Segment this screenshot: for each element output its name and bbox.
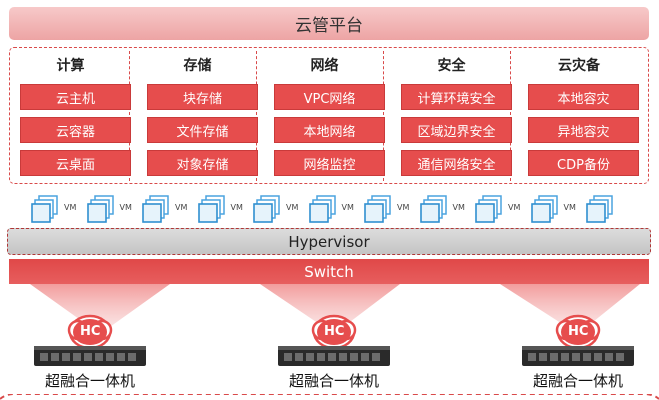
vm-instance[interactable]: VM xyxy=(30,192,82,226)
vm-row: VM VM VM VM VM VM VM VM VM VM xyxy=(30,192,650,226)
vm-label: VM xyxy=(563,203,576,212)
service-item[interactable]: 云容器 xyxy=(20,117,131,143)
vm-label: VM xyxy=(175,203,188,212)
vm-instance[interactable]: VM xyxy=(474,192,526,226)
beam-node-1 xyxy=(30,284,170,334)
service-item[interactable]: 通信网络安全 xyxy=(401,150,512,176)
category-network: 网络 VPC网络 本地网络 网络监控 xyxy=(266,51,385,181)
vm-instance[interactable]: VM xyxy=(419,192,471,226)
vm-label: VM xyxy=(119,203,132,212)
hc-badge: HC xyxy=(80,324,101,339)
category-compute: 计算 云主机 云容器 云桌面 xyxy=(12,51,131,181)
vm-icon xyxy=(419,195,447,223)
vm-label: VM xyxy=(397,203,410,212)
vm-icon xyxy=(364,195,391,223)
server-icon xyxy=(34,314,146,366)
vm-label: VM xyxy=(230,203,243,212)
category-storage: 存储 块存储 文件存储 对象存储 xyxy=(139,51,258,181)
service-item[interactable]: 区域边界安全 xyxy=(401,117,512,143)
vm-instance[interactable]: VM xyxy=(530,192,582,226)
services-container xyxy=(9,47,649,184)
service-item[interactable]: CDP备份 xyxy=(528,150,639,176)
service-item[interactable]: 云主机 xyxy=(20,84,131,110)
connection-beams xyxy=(30,284,640,334)
hc-badge: HC xyxy=(324,324,345,339)
vm-instance[interactable]: VM xyxy=(86,192,138,226)
category-title: 安全 xyxy=(437,58,466,74)
node-label: 超融合一体机 xyxy=(532,372,623,390)
node-label: 超融合一体机 xyxy=(288,372,379,390)
server-icon xyxy=(278,314,390,366)
category-disaster-recovery: 云灾备 本地容灾 异地容灾 CDP备份 xyxy=(520,51,639,181)
vm-instance[interactable]: VM xyxy=(363,192,415,226)
vm-icon xyxy=(308,195,336,223)
switch-label: Switch xyxy=(304,262,354,281)
vm-instance[interactable]: VM xyxy=(141,192,193,226)
server-icon xyxy=(522,314,634,366)
vm-icon xyxy=(31,195,58,223)
vm-label: VM xyxy=(508,203,521,212)
beam-node-3 xyxy=(500,284,640,334)
service-item[interactable]: 对象存储 xyxy=(147,150,258,176)
vm-instance[interactable] xyxy=(585,192,637,226)
vm-icon xyxy=(142,195,169,223)
vm-label: VM xyxy=(341,203,354,212)
vm-icon xyxy=(86,195,114,223)
hci-appliance-3[interactable]: HC 超融合一体机 xyxy=(516,308,640,398)
vm-icon xyxy=(586,195,613,223)
service-item[interactable]: 网络监控 xyxy=(274,150,385,176)
category-title: 计算 xyxy=(56,58,85,74)
hc-badge: HC xyxy=(568,324,589,339)
hci-appliance-1[interactable]: HC 超融合一体机 xyxy=(28,308,152,398)
hypervisor-label: Hypervisor xyxy=(288,232,370,251)
node-label: 超融合一体机 xyxy=(44,372,135,390)
category-title: 存储 xyxy=(183,58,212,74)
vm-label: VM xyxy=(64,203,77,212)
vm-icon xyxy=(475,195,502,223)
vm-instance[interactable]: VM xyxy=(308,192,360,226)
service-item[interactable]: 文件存储 xyxy=(147,117,258,143)
vm-icon xyxy=(197,195,225,223)
service-item[interactable]: 云桌面 xyxy=(20,150,131,176)
beam-node-2 xyxy=(260,284,400,334)
service-item[interactable]: 本地网络 xyxy=(274,117,385,143)
switch-layer: Switch xyxy=(9,259,649,284)
vm-icon xyxy=(530,195,558,223)
service-item[interactable]: 块存储 xyxy=(147,84,258,110)
platform-title: 云管平台 xyxy=(295,16,363,36)
vm-instance[interactable]: VM xyxy=(252,192,304,226)
service-item[interactable]: 异地容灾 xyxy=(528,117,639,143)
service-item[interactable]: VPC网络 xyxy=(274,84,385,110)
hypervisor-layer: Hypervisor xyxy=(7,228,651,255)
vm-label: VM xyxy=(286,203,299,212)
bottom-dashed-border xyxy=(0,394,659,400)
hci-appliance-2[interactable]: HC 超融合一体机 xyxy=(272,308,396,398)
service-item[interactable]: 本地容灾 xyxy=(528,84,639,110)
category-title: 云灾备 xyxy=(558,58,600,74)
vm-label: VM xyxy=(452,203,465,212)
vm-instance[interactable]: VM xyxy=(197,192,249,226)
cloud-management-platform-bar: 云管平台 xyxy=(9,7,649,40)
category-title: 网络 xyxy=(310,58,339,74)
service-item[interactable]: 计算环境安全 xyxy=(401,84,512,110)
vm-icon xyxy=(253,195,280,223)
category-security: 安全 计算环境安全 区域边界安全 通信网络安全 xyxy=(393,51,512,181)
